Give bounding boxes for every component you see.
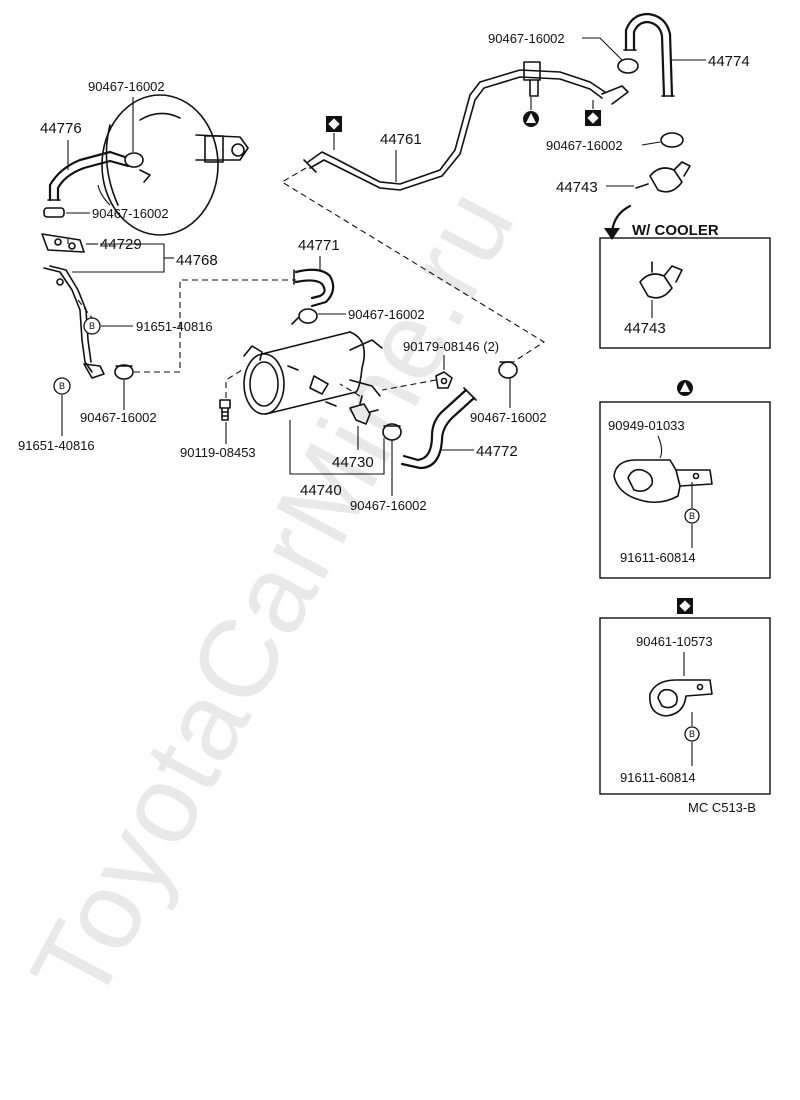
diamond-mark-right [585, 110, 601, 126]
pipe-tee-junction[interactable] [523, 61, 541, 97]
bracket-44768[interactable] [43, 265, 105, 379]
label-44772: 44772 [476, 443, 518, 460]
hose-clamp-top-pipe[interactable] [617, 58, 639, 74]
check-valve-44743-top[interactable] [635, 161, 691, 193]
leader-clamp-top-pipe [582, 37, 623, 61]
label-clamp-right: 90467-16002 [546, 138, 623, 153]
label-44761: 44761 [380, 131, 422, 148]
canister-44740[interactable] [243, 331, 383, 415]
diamond-box-clamp-label: 90461-10573 [636, 634, 713, 649]
svg-text:B: B [689, 511, 695, 521]
label-nut: 90179-08146 (2) [403, 339, 499, 354]
nut-canister[interactable] [435, 371, 453, 389]
label-bolt-canister: 90119-08453 [180, 445, 256, 460]
hose-44776[interactable] [47, 150, 130, 202]
triangle-box-bolt-label: 91611-60814 [620, 550, 696, 565]
hose-clamp-valve[interactable] [382, 423, 402, 441]
check-valve-44743-cooler[interactable] [639, 261, 683, 299]
svg-text:B: B [689, 729, 695, 739]
plate-44729[interactable] [41, 233, 85, 253]
triangle-box-clamp-label: 90949-01033 [608, 418, 685, 433]
watermark-text: ToyotaCarMine.ru [8, 169, 539, 1022]
dash-nut [381, 379, 437, 391]
bolt-canister[interactable] [219, 399, 231, 421]
svg-text:B: B [89, 321, 95, 331]
label-44730: 44730 [332, 454, 374, 471]
leader-triangle-clamp [657, 435, 663, 459]
cooler-arrowhead [604, 228, 620, 240]
pipe-44761[interactable] [303, 69, 629, 191]
leader-clamp-booster-bottom-2 [97, 184, 111, 206]
hose-44771[interactable] [293, 268, 335, 308]
clamp-90949-01033[interactable] [613, 459, 713, 504]
triangle-callout-box [599, 401, 771, 579]
hose-clamp-44772[interactable] [498, 361, 518, 379]
label-44776: 44776 [40, 120, 82, 137]
diagram-code: MC C513-B [688, 800, 756, 815]
hose-clamp-booster-bottom[interactable] [43, 207, 65, 218]
hose-clamp-right[interactable] [660, 132, 684, 148]
triangle-box-bolt-mark: B [684, 508, 700, 524]
label-clamp-44772: 90467-16002 [470, 410, 547, 425]
cooler-callout-box [599, 237, 771, 349]
label-clamp-booster-top: 90467-16002 [88, 79, 165, 94]
label-clamp-canister: 90467-16002 [348, 307, 425, 322]
leader-44740 [289, 420, 385, 475]
leader-clamp-right [641, 141, 661, 146]
dash-bolt-canister [225, 369, 243, 398]
hose-clamp-canister[interactable] [291, 308, 318, 325]
bolt-mark-bracket-upper: B [83, 317, 101, 335]
diamond-box-bolt-label: 91611-60814 [620, 770, 696, 785]
cooler-box-part: 44743 [624, 320, 666, 337]
label-bolt-bracket-lower: 91651-40816 [18, 438, 95, 453]
clamp-90461-10573[interactable] [649, 679, 713, 717]
label-44768: 44768 [176, 252, 218, 269]
dash-bolt-bracket [77, 299, 93, 319]
svg-text:B: B [59, 381, 65, 391]
label-clamp-booster-bottom: 90467-16002 [92, 206, 169, 221]
label-44774: 44774 [708, 53, 750, 70]
bolt-mark-bracket-lower: B [53, 377, 71, 395]
valve-44730[interactable] [349, 395, 379, 425]
label-clamp-valve: 90467-16002 [350, 498, 427, 513]
diamond-mark-pipe [326, 116, 342, 132]
diamond-box-bolt-mark: B [684, 726, 700, 742]
label-44771: 44771 [298, 237, 340, 254]
diamond-callout-box [599, 617, 771, 795]
triangle-callout-mark [677, 380, 693, 396]
brake-booster [101, 94, 249, 236]
label-bolt-bracket-upper: 91651-40816 [136, 319, 213, 334]
hose-clamp-booster-top[interactable] [124, 152, 151, 183]
hose-44774[interactable] [623, 12, 675, 98]
diamond-callout-mark [677, 598, 693, 614]
cooler-box-title: W/ COOLER [632, 222, 719, 239]
label-clamp-bracket: 90467-16002 [80, 410, 157, 425]
hose-44772[interactable] [400, 387, 477, 470]
dash-valve [339, 383, 361, 397]
label-44743-top: 44743 [556, 179, 598, 196]
hose-clamp-bracket[interactable] [114, 364, 134, 380]
triangle-mark-tee [523, 111, 539, 127]
dash-outline-region [280, 167, 546, 369]
label-44740: 44740 [300, 482, 342, 499]
label-clamp-top-pipe: 90467-16002 [488, 31, 565, 46]
dash-line-hose-44771 [134, 279, 296, 373]
